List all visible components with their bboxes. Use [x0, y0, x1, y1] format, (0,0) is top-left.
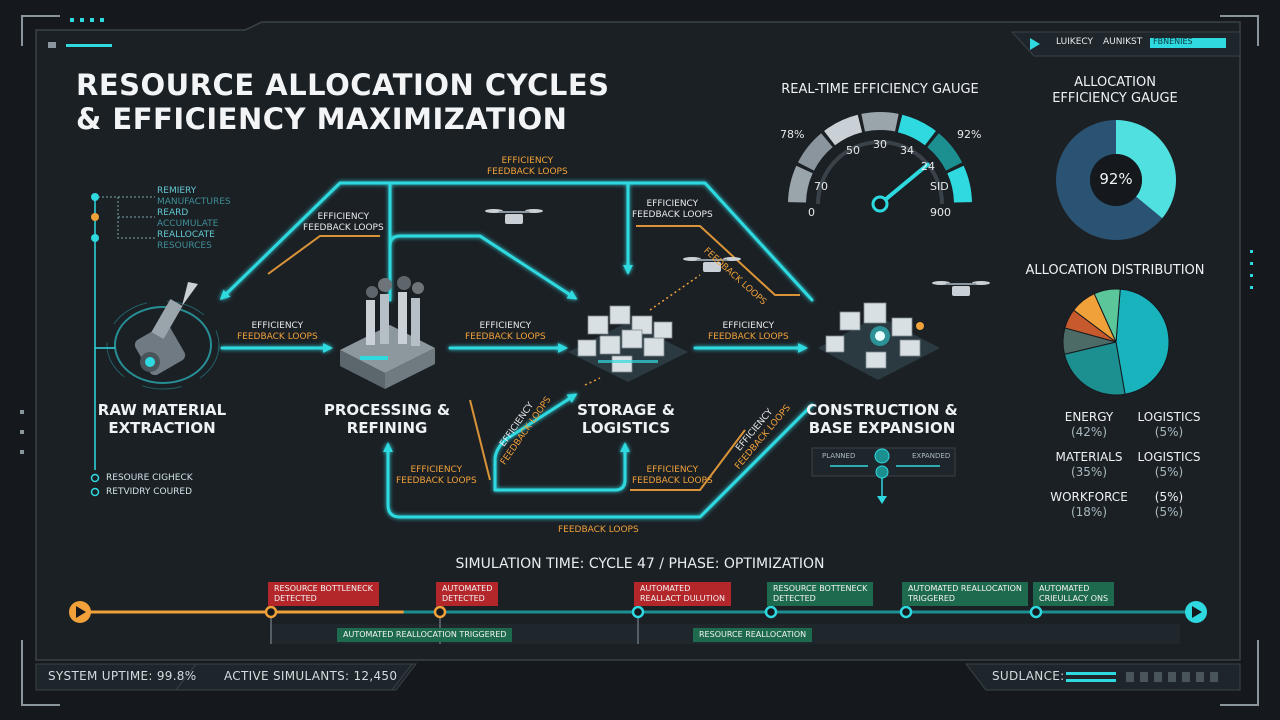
gauge-segment — [927, 133, 963, 171]
pie-slice-green — [1093, 288, 1121, 343]
gauge-tick-0: 0 — [808, 206, 815, 219]
dist-cell-energy: ENERGY(42%) — [1064, 410, 1114, 439]
loop-label-bottom: FEEDBACK LOOPS — [558, 525, 639, 535]
factory-icon — [340, 276, 435, 389]
gauge-tick-sid: SID — [930, 180, 949, 193]
drone-icon-3 — [932, 281, 990, 296]
base-icon — [818, 302, 940, 380]
construction-mini-panel — [811, 447, 956, 504]
title-line-2: & EFFICIENCY MAXIMIZATION — [76, 102, 568, 136]
gauge-tick-30: 30 — [873, 138, 887, 151]
timeline-event-bottom-2[interactable]: RESOURCE REALLOCATION — [693, 628, 813, 642]
gauge-title: REAL-TIME EFFICIENCY GAUGE — [781, 82, 979, 97]
dist-cell-logistics-2: LOGISTICS(5%) — [1137, 450, 1201, 479]
construction-panel-left: PLANNED — [822, 452, 856, 460]
gauge-segment — [947, 165, 972, 203]
gauge-segment — [824, 114, 863, 146]
construction-panel-right: EXPANDED — [912, 452, 951, 460]
timeline-event-bottom-1[interactable]: AUTOMATED REALLOCATION TRIGGERED — [337, 628, 513, 642]
drill-icon — [106, 282, 220, 390]
gauge-tick-24: 24 — [921, 160, 935, 173]
gauge-segment — [797, 133, 833, 171]
distribution-title: ALLOCATION DISTRIBUTION — [1025, 263, 1205, 278]
gauge-segment — [788, 165, 813, 203]
gauge-needle — [878, 162, 930, 206]
page-title: RESOURCE ALLOCATION CYCLES & EFFICIENCY … — [76, 68, 610, 136]
gauge-tick-70: 70 — [814, 180, 828, 193]
side-legend-recovery: RETVIDRY COURED — [106, 487, 193, 497]
top-tab-2[interactable]: AUNIKST — [1103, 37, 1143, 47]
gauge-segment — [861, 112, 899, 132]
gauge-left-pct: 78% — [780, 128, 805, 141]
pie-slice-cyan — [1115, 288, 1170, 395]
drone-icon — [485, 209, 543, 224]
dist-cell-other: (5%)(5%) — [1154, 490, 1184, 519]
gauge-segment — [897, 114, 936, 146]
footer-simulants: ACTIVE SIMULANTS: 12,450 — [224, 669, 398, 683]
simulation-time: SIMULATION TIME: CYCLE 47 / PHASE: OPTIM… — [455, 556, 825, 572]
top-tab-1[interactable]: LUIKECY — [1056, 37, 1094, 47]
arrow-lower-3 — [383, 403, 814, 519]
dist-cell-logistics-1: LOGISTICS(5%) — [1137, 410, 1201, 439]
donut-center-value: 92% — [1099, 170, 1133, 188]
pie-slice-teal — [1063, 341, 1126, 396]
dist-cell-materials: MATERIALS(35%) — [1055, 450, 1123, 479]
arrow-inner-2 — [388, 234, 578, 302]
gauge-tick-900: 900 — [930, 206, 951, 219]
donut-segment-secondary — [1116, 120, 1177, 219]
gauge-tick-50: 50 — [846, 144, 860, 157]
stage-processing-label: PROCESSING &REFINING — [323, 401, 451, 437]
arrow-top-loop — [219, 181, 814, 302]
arrow-lower-1 — [493, 393, 578, 492]
top-tab-3[interactable]: FBNENIES — [1153, 37, 1193, 46]
dist-cell-workforce: WORKFORCE(18%) — [1050, 490, 1128, 519]
donut-segment-primary — [1056, 120, 1163, 241]
arrow-lower-2 — [493, 442, 630, 492]
drone-icon-2 — [683, 257, 741, 272]
warehouse-icon — [568, 305, 688, 382]
footer-guidance: SUDLANCE: — [992, 669, 1065, 683]
stage-construction-label: CONSTRUCTION &BASE EXPANSION — [806, 401, 958, 437]
gauge-hub — [871, 195, 889, 213]
side-legend-check: RESOURE CIGHECK — [106, 473, 193, 483]
gauge-right-pct: 92% — [957, 128, 982, 141]
stage-storage-label: STORAGE &LOGISTICS — [577, 401, 675, 437]
gauge-tick-34: 34 — [900, 144, 914, 157]
title-line-1: RESOURCE ALLOCATION CYCLES — [76, 68, 610, 102]
footer-uptime: SYSTEM UPTIME: 99.8% — [48, 669, 197, 683]
